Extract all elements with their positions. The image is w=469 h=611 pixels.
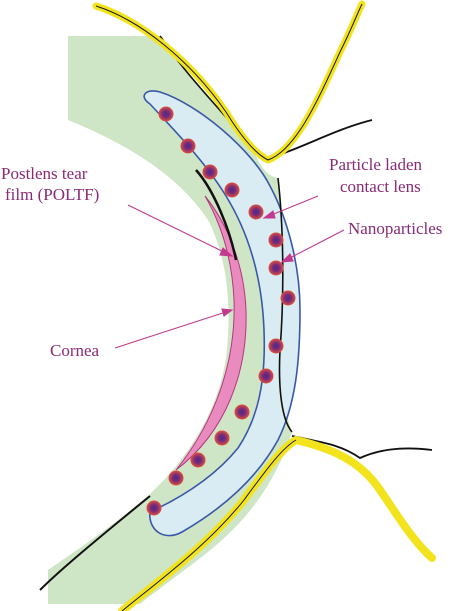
label-particle-line2: contact lens xyxy=(340,177,421,196)
nanoparticle xyxy=(269,339,284,354)
nanoparticle xyxy=(269,261,284,276)
nanoparticle xyxy=(249,205,264,220)
nanoparticle xyxy=(259,369,274,384)
nanoparticle xyxy=(269,233,284,248)
label-postlens-line2: film (POLTF) xyxy=(5,185,99,204)
nanoparticle xyxy=(169,471,184,486)
nanoparticle xyxy=(225,183,240,198)
nanoparticle xyxy=(191,453,206,468)
nanoparticle xyxy=(281,291,296,306)
label-particle-line1: Particle laden xyxy=(329,155,422,174)
nanoparticle xyxy=(159,107,174,122)
arrow-cornea xyxy=(115,310,232,348)
nanoparticle xyxy=(235,405,250,420)
nanoparticle xyxy=(181,139,196,154)
nanoparticle xyxy=(203,165,218,180)
label-postlens-line1: Postlens tear xyxy=(1,164,88,183)
nanoparticle xyxy=(147,501,162,516)
label-nanoparticles: Nanoparticles xyxy=(348,219,442,238)
label-cornea: Cornea xyxy=(50,341,100,360)
nanoparticle xyxy=(215,431,230,446)
